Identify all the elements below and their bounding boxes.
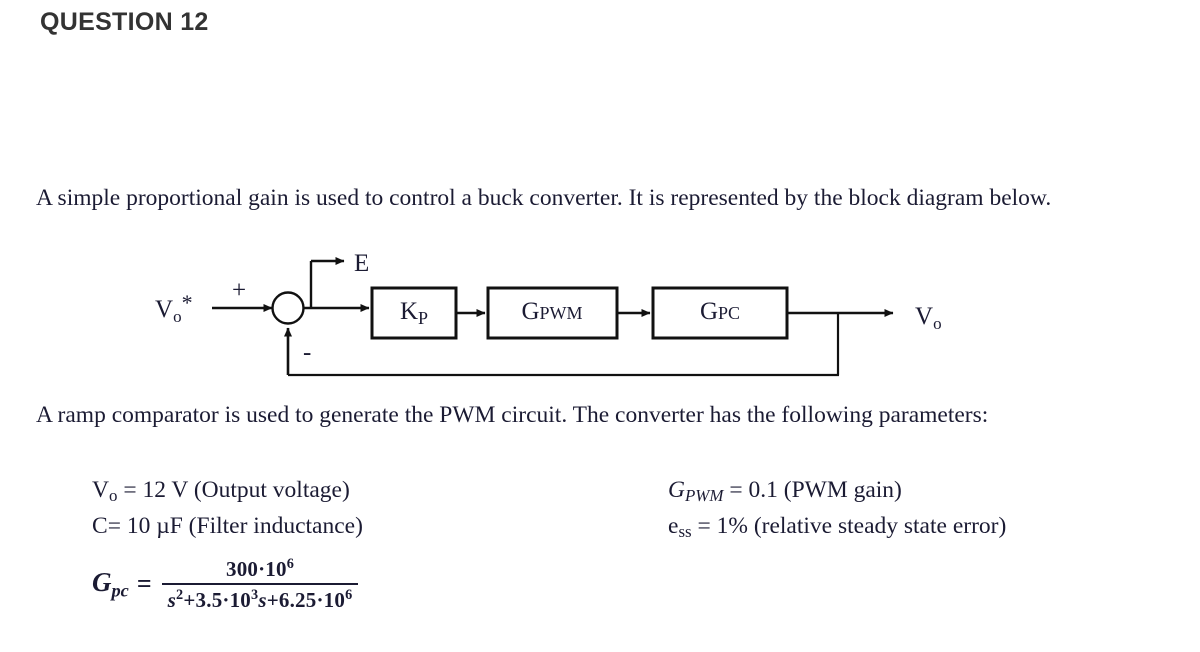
gpc-numerator-exponent: 6 <box>286 556 295 572</box>
gpc-lhs: Gpc <box>92 567 135 602</box>
param-gpwm-sub: PWM <box>684 486 724 506</box>
gpc-transfer-function: Gpc = 300·106 s2+3.5·103s+6.25·106 <box>92 556 359 613</box>
param-vo-symbol: V <box>92 477 109 503</box>
param-ess-text: = 1% (relative steady state error) <box>691 513 1007 539</box>
param-gpwm-symbol: G <box>668 477 685 503</box>
gpc-den-s1: s <box>167 587 177 612</box>
param-filter-capacitance: C= 10 µF (Filter inductance) <box>92 512 363 541</box>
gpc-numerator: 300·106 <box>218 556 302 583</box>
block-kp <box>370 286 458 340</box>
block-gpwm <box>486 286 619 340</box>
error-signal-label: E <box>354 250 369 277</box>
gpc-denominator: s2+3.5·103s+6.25·106 <box>162 585 359 613</box>
param-c-symbol: C <box>92 513 108 539</box>
gpc-fraction: 300·106 s2+3.5·103s+6.25·106 <box>161 556 359 613</box>
gpc-lhs-sub: pc <box>111 580 129 601</box>
input-reference-label: Vo* <box>155 290 193 326</box>
gpc-equals-sign: = <box>136 569 152 599</box>
gpc-den-s1-exp: 2 <box>176 586 184 603</box>
plus-sign-label: + <box>232 277 246 304</box>
param-pwm-gain: GPWM = 0.1 (PWM gain) <box>668 476 902 510</box>
intro-paragraph: A simple proportional gain is used to co… <box>36 185 1052 211</box>
param-vo-text: = 12 V (Output voltage) <box>117 477 350 503</box>
param-output-voltage: Vo = 12 V (Output voltage) <box>92 476 350 510</box>
param-vo-sub: o <box>108 486 118 506</box>
gpc-numerator-base: 300·10 <box>226 556 287 581</box>
page-title: QUESTION 12 <box>40 8 209 36</box>
gpc-den-exp3: 6 <box>345 586 353 603</box>
param-steady-state-error: ess = 1% (relative steady state error) <box>668 512 1006 546</box>
param-ess-symbol: e <box>668 513 679 539</box>
gpc-den-s2: s <box>258 587 267 612</box>
block-diagram: Vo* + E KP GPWM GPC <box>0 240 1000 390</box>
block-gpc-label: GPC <box>700 298 740 325</box>
block-kp-label: KP <box>400 298 428 328</box>
param-gpwm-text: = 0.1 (PWM gain) <box>723 477 902 503</box>
gpc-lhs-symbol: G <box>92 567 112 598</box>
output-label: Vo <box>915 303 942 333</box>
gpc-fraction-bar <box>161 582 359 585</box>
gpc-den-exp2: 3 <box>251 586 259 603</box>
minus-sign-label: - <box>303 339 311 366</box>
gpc-den-plus1: +3.5·10 <box>183 587 252 612</box>
summing-junction <box>271 291 305 325</box>
block-diagram-svg: Vo* + E KP GPWM GPC <box>155 250 942 377</box>
gpc-den-plus2: +6.25·10 <box>266 587 346 612</box>
block-gpwm-label: GPWM <box>521 298 582 325</box>
param-ess-sub: ss <box>678 522 692 542</box>
ramp-paragraph: A ramp comparator is used to generate th… <box>36 402 989 428</box>
param-c-text: = 10 µF (Filter inductance) <box>107 513 363 539</box>
